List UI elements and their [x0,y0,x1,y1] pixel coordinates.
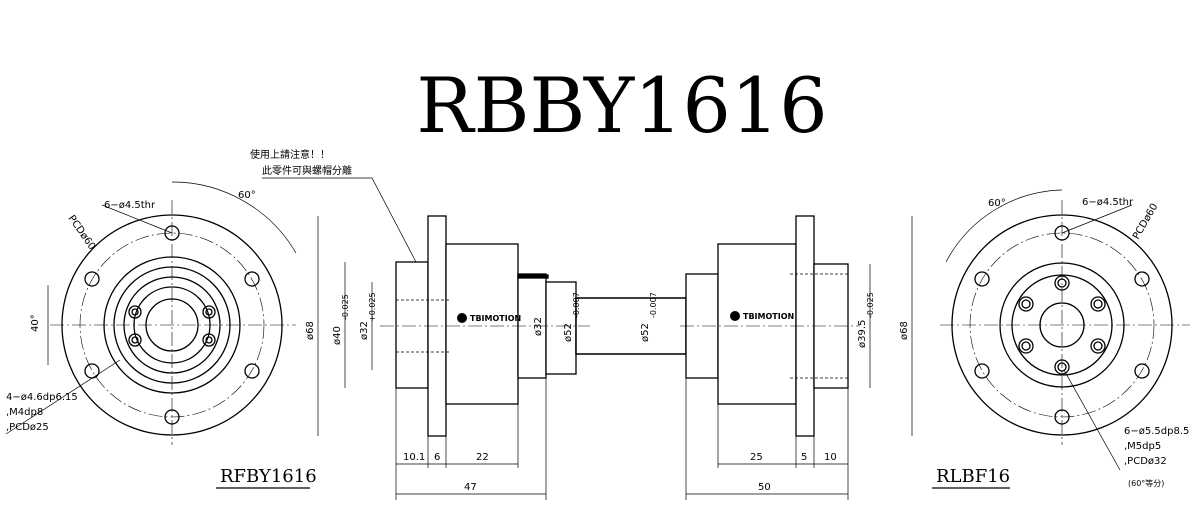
brand-label-right: TBIMOTION [743,312,794,321]
left-angle-top: 60° [238,190,256,201]
dim-bore-dia-left: ø32 [359,321,370,340]
brand-label-left: TBIMOTION [470,314,521,323]
right-tap-callout-2: ,M5dp5 [1124,441,1161,452]
right-view-label: RLBF16 [936,466,1010,487]
dim-bottom-left-2: 6 [434,452,440,463]
dim-shaft-dia: ø32 [533,317,544,336]
dim-flange-dia-left: ø68 [305,321,316,340]
dim-nut-dia-right: ø52 [640,323,651,342]
left-view-label: RFBY1616 [220,466,317,487]
right-end-view [940,189,1190,471]
dim-bottom-right-1: 25 [750,452,763,463]
right-section [575,215,860,437]
right-tap-note: (60°等分) [1128,478,1164,488]
dim-overall-left: 47 [464,482,477,493]
dim-overall-right: 50 [758,482,771,493]
tapped-holes [128,305,216,347]
note-leader [262,177,417,263]
dim-bore-tol-left: +0.025 [368,292,377,322]
dim-bottom-left-3: 22 [476,452,489,463]
note-line-1: 使用上請注意！！ [250,148,330,161]
dim-spigot-dia-left: ø40 [332,326,343,345]
right-hole-callout: 6−ø4.5thr [1082,197,1134,208]
brand-logo-icon [457,313,467,323]
left-hole-callout: 6−ø4.5thr [104,200,156,211]
right-angle-top: 60° [988,198,1006,209]
right-tap-callout-3: ,PCDø32 [1124,456,1167,467]
right-tap-callout-1: 6−ø5.5dp8.5 [1124,426,1189,437]
left-tap-callout-3: ,PCDø25 [6,422,49,433]
dim-spigot-tol-right: -0.025 [866,292,875,318]
left-pcd-outer: PCDø60 [66,213,98,252]
drawing-title: RBBY1616 [416,61,827,150]
left-section [380,215,687,437]
dim-bottom-right-3: 10 [824,452,837,463]
left-tap-callout-2: ,M4dp8 [6,407,43,418]
left-tap-callout-1: 4−ø4.6dp6.15 [6,392,78,403]
dim-nut-tol-right: -0.007 [649,292,658,318]
brand-logo-icon [730,311,740,321]
dim-bottom-left-1: 10.1 [403,452,425,463]
right-pcd-outer: PCDø60 [1131,202,1160,242]
dim-flange-dia-right: ø68 [899,321,910,340]
note-line-2: 此零件可與螺帽分離 [262,164,352,177]
left-end-view [47,181,297,445]
dim-spigot-tol-left: -0.025 [341,294,350,320]
left-angle-side: 40° [30,314,41,332]
dim-nut-dia-left: ø52 [563,323,574,342]
dim-bottom-right-2: 5 [801,452,807,463]
dim-spigot-dia-right: ø39.5 [857,320,868,348]
